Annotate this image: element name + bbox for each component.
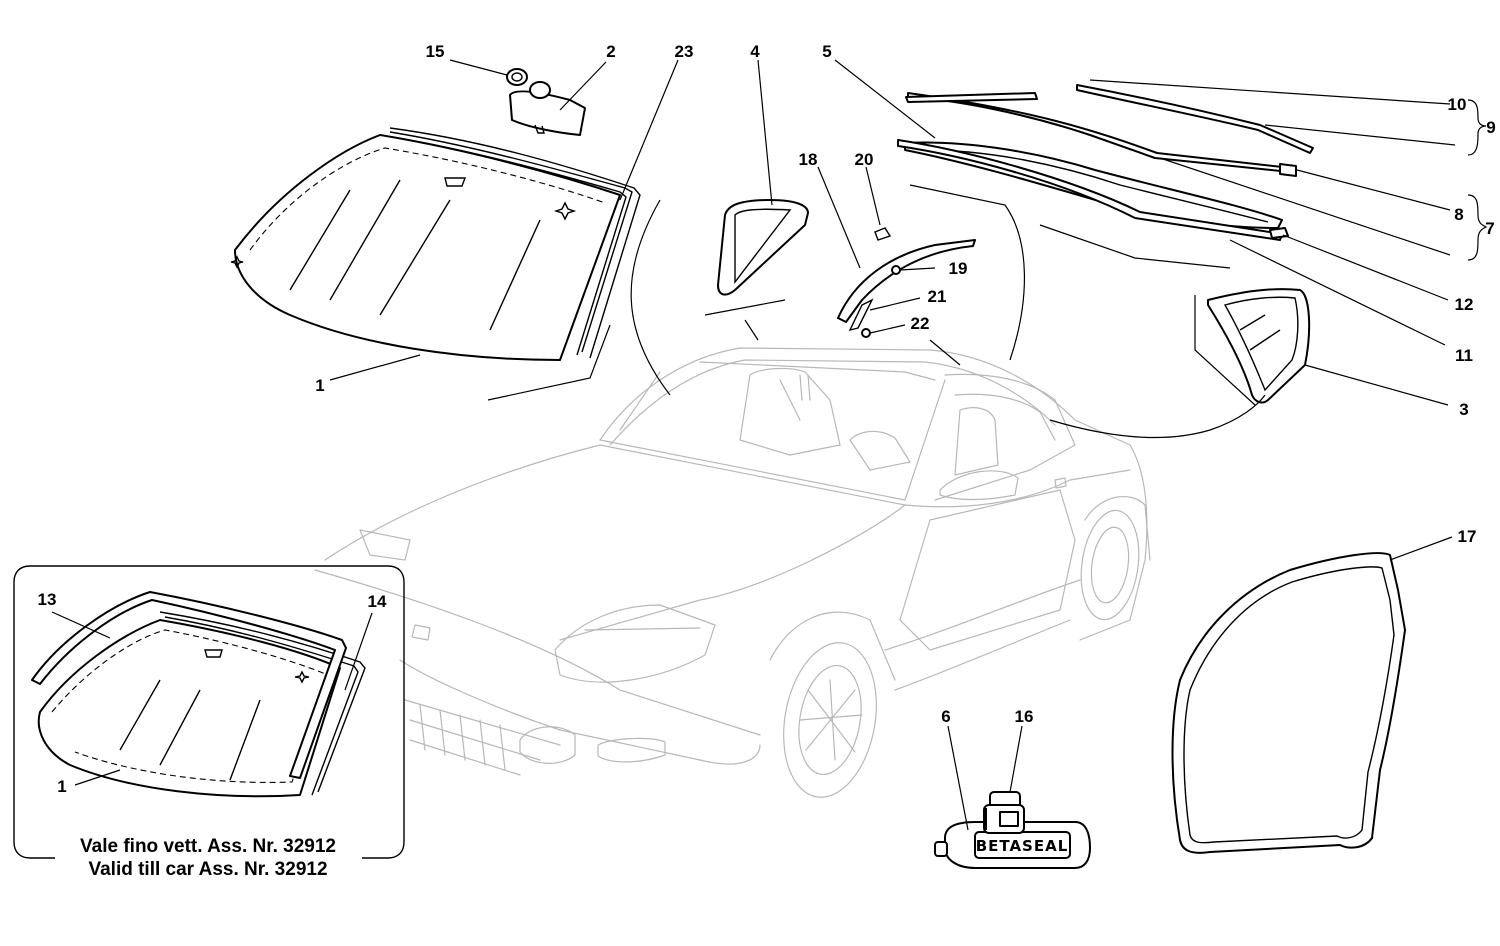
callout-7: 7 — [1485, 219, 1494, 238]
callout-12: 12 — [1455, 295, 1474, 314]
callout-9: 9 — [1486, 118, 1495, 137]
callout-4: 4 — [750, 42, 760, 61]
callout-labels: 15 2 23 4 5 18 20 19 21 22 1 10 9 8 7 12… — [315, 42, 1495, 726]
callout-11: 11 — [1455, 346, 1473, 365]
product-label: BETASEAL — [976, 837, 1069, 855]
inset-note-italian: Vale fino vett. Ass. Nr. 32912 — [80, 836, 336, 857]
primer-bottle — [983, 791, 1025, 834]
callout-15: 15 — [426, 42, 445, 61]
leader-lines — [329, 59, 1488, 831]
callout-5: 5 — [822, 42, 831, 61]
rear-quarter-glass — [1207, 288, 1311, 404]
mirror-ring — [506, 68, 528, 86]
windscreen-moulding-23 — [389, 127, 641, 359]
callout-20: 20 — [855, 150, 874, 169]
inset-note-english: Valid till car Ass. Nr. 32912 — [88, 859, 327, 880]
glass-channel-seal-11 — [897, 139, 1283, 241]
callout-18: 18 — [799, 150, 818, 169]
door-seal — [1171, 552, 1406, 854]
upper-seal-strip — [905, 92, 1292, 173]
callout-17: 17 — [1458, 527, 1477, 546]
callout-10: 10 — [1448, 95, 1467, 114]
callout-6: 6 — [941, 707, 950, 726]
inset-panel: 13 14 1 Vale fino vett. Ass. Nr. 32912 V… — [13, 565, 405, 880]
callout-19: 19 — [949, 259, 968, 278]
callout-3: 3 — [1459, 400, 1468, 419]
callout-23: 23 — [675, 42, 694, 61]
a-pillar-trim — [837, 227, 976, 338]
seal-clip-8 — [1279, 163, 1297, 177]
windscreen-seal-frame — [389, 131, 633, 356]
callout-1-inset: 1 — [57, 777, 66, 796]
windscreen-glass — [230, 134, 621, 361]
sealant-tube: BETASEAL — [934, 821, 1091, 869]
callout-1: 1 — [315, 376, 324, 395]
rear-view-mirror — [509, 81, 586, 136]
callout-13: 13 — [38, 590, 57, 609]
upper-seal-10 — [1076, 84, 1314, 154]
callout-22: 22 — [911, 314, 930, 333]
quarter-window-left — [717, 199, 809, 296]
callout-2: 2 — [606, 42, 615, 61]
car-body-illustration — [314, 347, 1151, 798]
callout-8: 8 — [1454, 205, 1463, 224]
callout-21: 21 — [928, 287, 947, 306]
callout-16: 16 — [1015, 707, 1034, 726]
callout-14: 14 — [368, 592, 387, 611]
